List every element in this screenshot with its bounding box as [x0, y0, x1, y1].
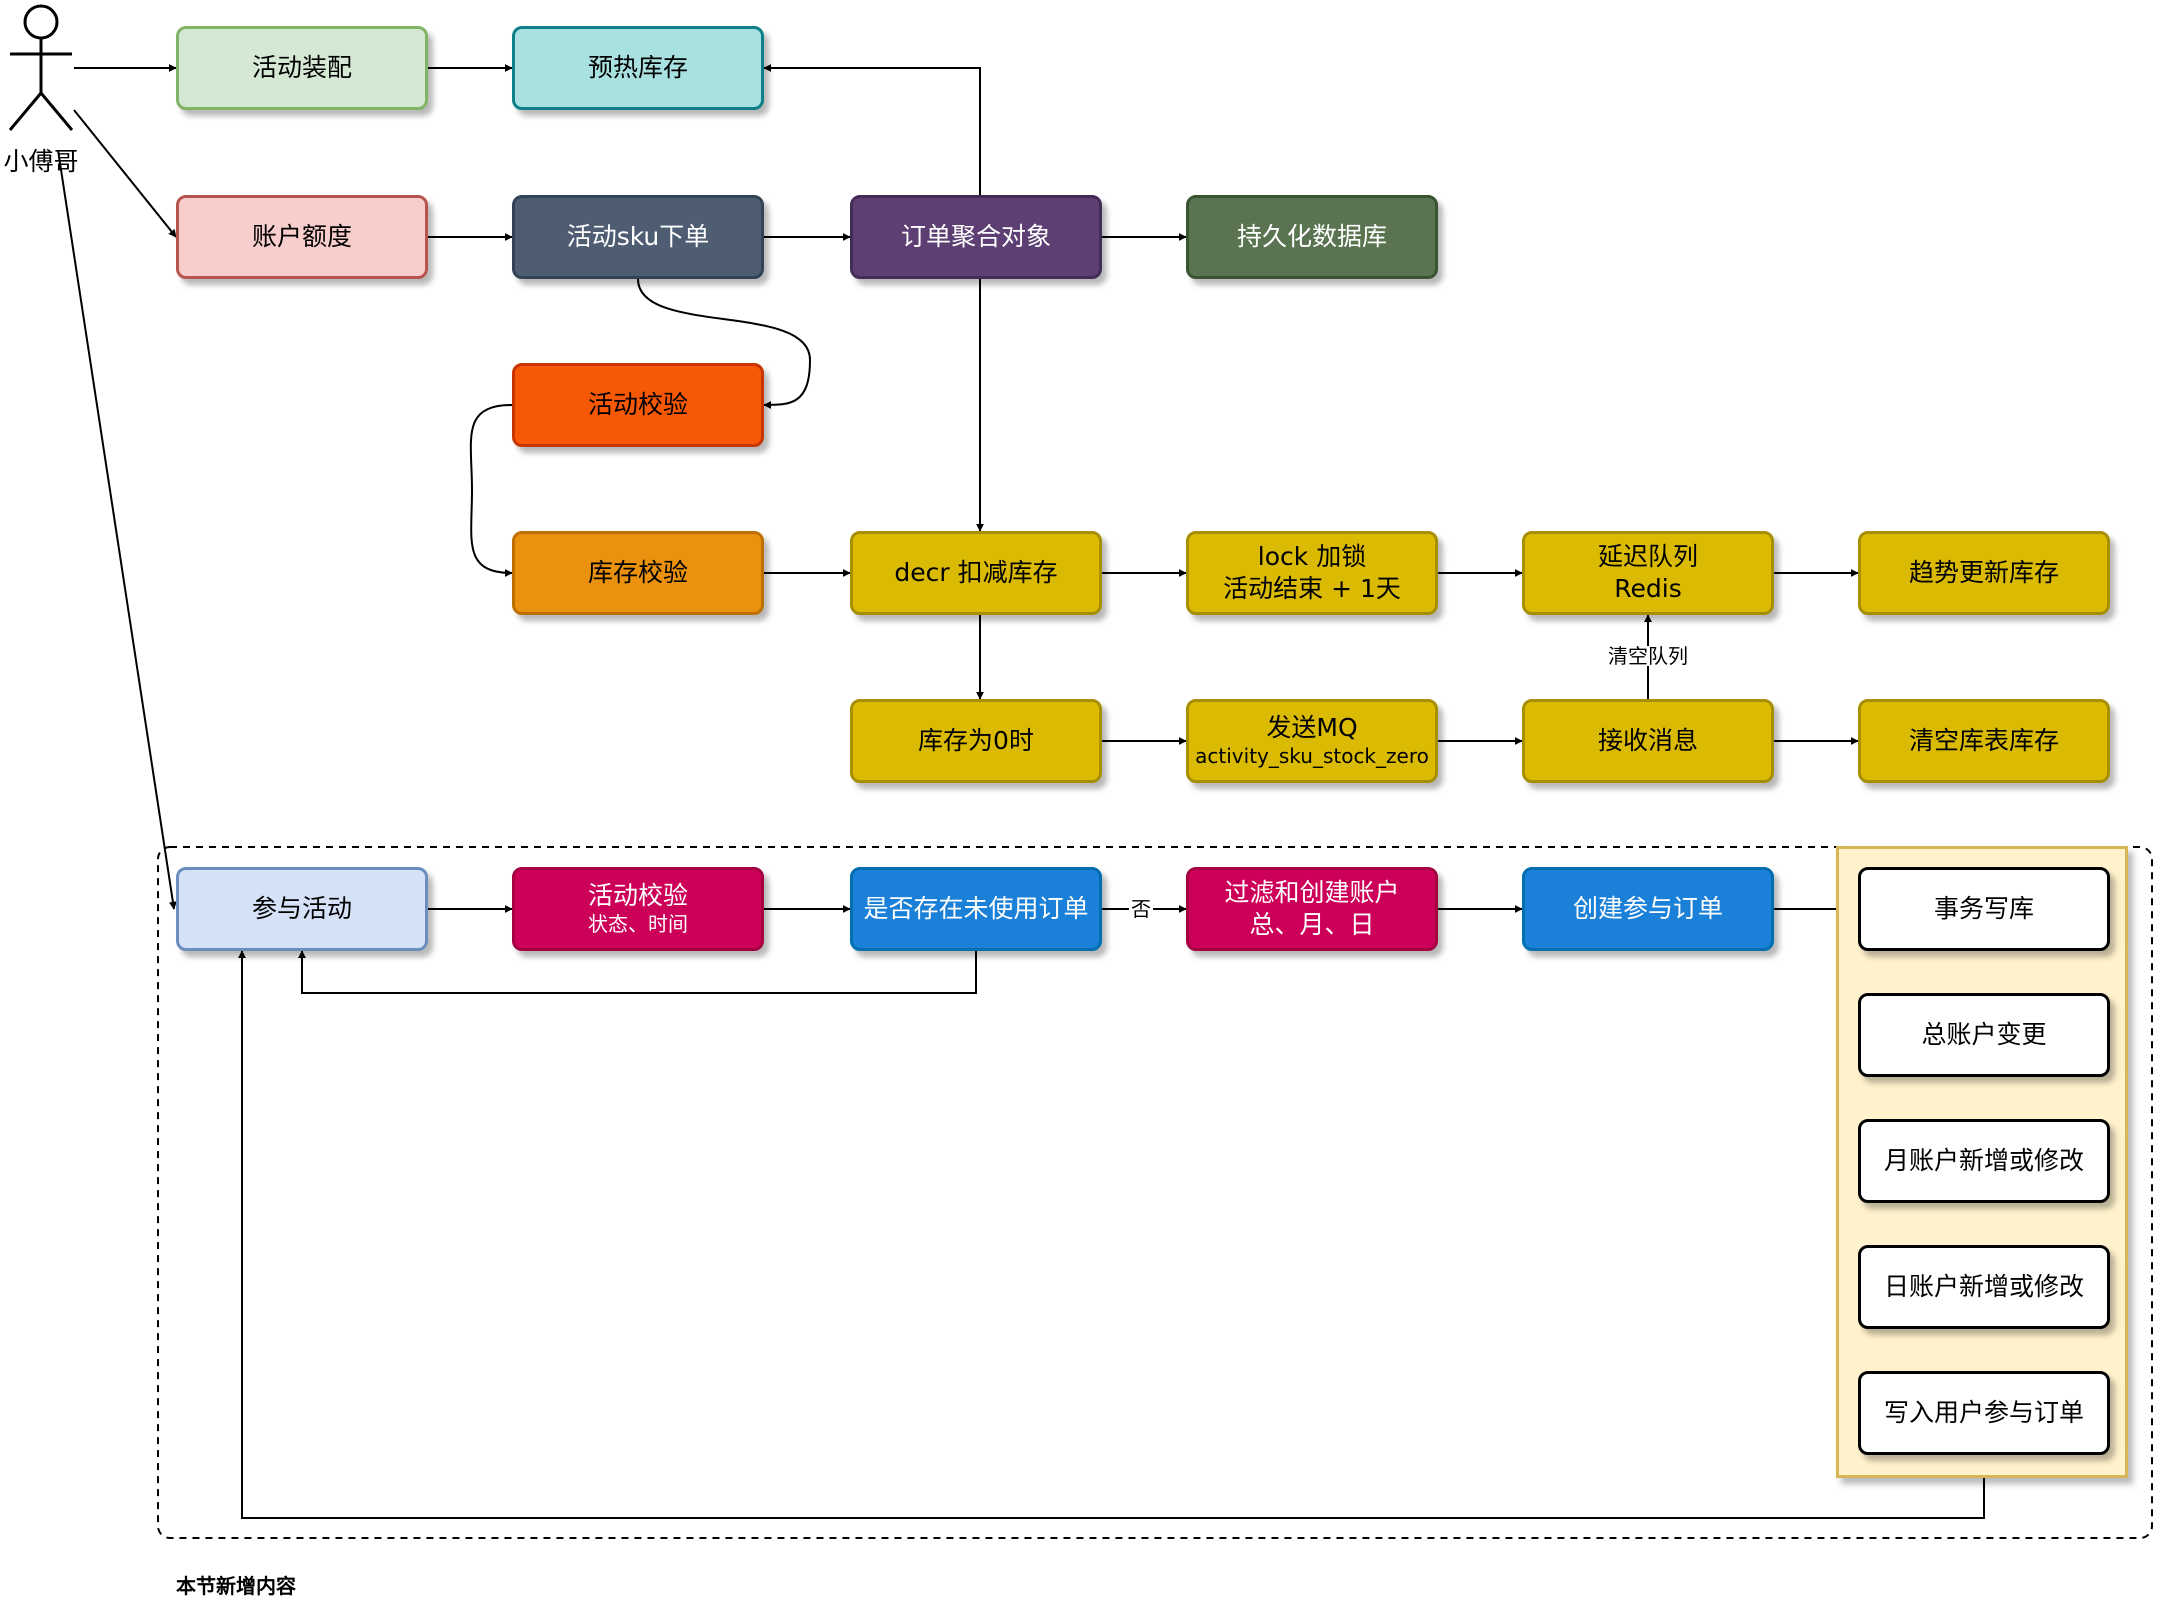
node-label-line: 总、月、日 — [1249, 910, 1375, 939]
node-label-line: Redis — [1614, 574, 1682, 603]
delay-queue-node: 延迟队列 Redis — [1522, 531, 1774, 615]
node-label-line: 活动sku下单 — [566, 222, 710, 251]
node-label-line: 持久化数据库 — [1236, 222, 1387, 251]
receive-message-node: 接收消息 — [1522, 699, 1774, 783]
edge-sku-order-to-activity-check — [637, 278, 812, 409]
edge-unused-order-to-join — [298, 950, 977, 994]
node-sublabel: activity_sku_stock_zero — [1195, 744, 1429, 769]
section-note: 本节新增内容 — [176, 1574, 296, 1598]
sku-order-node: 活动sku下单 — [512, 195, 764, 279]
stock-check-node: 库存校验 — [512, 531, 764, 615]
stock-zero-node: 库存为0时 — [850, 699, 1102, 783]
node-label-line: 趋势更新库存 — [1908, 558, 2059, 587]
node-label-line: 过滤和创建账户 — [1224, 878, 1400, 907]
node-label-line: 活动装配 — [251, 53, 352, 82]
unused-order-check-node: 是否存在未使用订单 — [850, 867, 1102, 951]
lock-node: lock 加锁活动结束 + 1天 — [1186, 531, 1438, 615]
node-label-line: lock 加锁 — [1257, 542, 1367, 571]
node-label-line: 活动校验 — [587, 881, 688, 911]
activity-check-node: 活动校验 — [512, 363, 764, 447]
actor-right-leg — [39, 92, 74, 131]
node-label-line: 日账户新增或修改 — [1883, 1272, 2084, 1301]
edge-actor-to-join — [57, 149, 177, 910]
preheat-stock-node: 预热库存 — [512, 26, 764, 110]
activity-assemble-node: 活动装配 — [176, 26, 428, 110]
edge-label: 否 — [1129, 897, 1153, 921]
join-activity-node: 参与活动 — [176, 867, 428, 951]
tx-month-account-node: 月账户新增或修改 — [1858, 1119, 2110, 1203]
actor-left-leg — [8, 92, 43, 131]
node-label-line: 订单聚合对象 — [900, 222, 1051, 251]
tx-write-node: 事务写库 — [1858, 867, 2110, 951]
node-sublabel: 状态、时间 — [588, 912, 688, 937]
node-label-line: 库存校验 — [587, 558, 688, 587]
node-label-line: 发送MQ — [1266, 713, 1358, 743]
node-label-line: 活动结束 + 1天 — [1223, 574, 1401, 603]
edge-tx-group-to-join — [238, 950, 1985, 1519]
edge-layer — [57, 64, 1985, 1519]
node-label-line: 是否存在未使用订单 — [863, 894, 1089, 923]
node-label-line: 写入用户参与订单 — [1883, 1398, 2084, 1427]
node-label-line: 月账户新增或修改 — [1883, 1146, 2084, 1175]
node-label-line: 接收消息 — [1597, 726, 1698, 755]
clear-stock-node: 清空库表库存 — [1858, 699, 2110, 783]
tx-write-order-node: 写入用户参与订单 — [1858, 1371, 2110, 1455]
node-label-line: 账户额度 — [251, 222, 352, 251]
actor-head — [23, 4, 59, 40]
node-label-line: 延迟队列 — [1597, 542, 1698, 571]
filter-create-account-node: 过滤和创建账户总、月、日 — [1186, 867, 1438, 951]
create-join-order-node: 创建参与订单 — [1522, 867, 1774, 951]
node-label-line: 库存为0时 — [918, 726, 1034, 755]
decr-stock-node: decr 扣减库存 — [850, 531, 1102, 615]
node-label-line: decr 扣减库存 — [894, 558, 1058, 587]
node-label-line: 活动校验 — [587, 390, 688, 419]
persist-db-node: 持久化数据库 — [1186, 195, 1438, 279]
order-aggregate-node: 订单聚合对象 — [850, 195, 1102, 279]
edge-activity-check-to-stock-check — [469, 404, 513, 577]
trend-update-node: 趋势更新库存 — [1858, 531, 2110, 615]
actor-label: 小傅哥 — [3, 147, 79, 176]
node-label-line: 创建参与订单 — [1572, 894, 1723, 923]
node-label-line: 事务写库 — [1933, 894, 2034, 923]
account-quota-node: 账户额度 — [176, 195, 428, 279]
edge-actor-to-quota — [73, 109, 177, 238]
tx-day-account-node: 日账户新增或修改 — [1858, 1245, 2110, 1329]
new-section-frame — [157, 846, 2153, 1539]
edge-aggregate-to-preheat — [763, 64, 981, 195]
tx-total-account-node: 总账户变更 — [1858, 993, 2110, 1077]
edge-label: 清空队列 — [1606, 644, 1690, 668]
actor-figure — [8, 4, 74, 131]
node-label-line: 总账户变更 — [1921, 1020, 2047, 1049]
join-check-node: 活动校验状态、时间 — [512, 867, 764, 951]
node-label-line: 清空库表库存 — [1908, 726, 2059, 755]
node-label-line: 预热库存 — [587, 53, 688, 82]
node-label-line: 参与活动 — [251, 894, 352, 923]
